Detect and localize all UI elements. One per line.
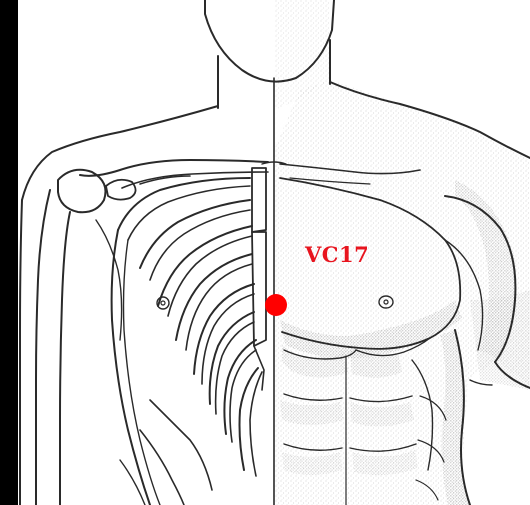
acupoint-marker-dot [265, 294, 287, 316]
acupoint-label: VC17 [305, 244, 369, 265]
